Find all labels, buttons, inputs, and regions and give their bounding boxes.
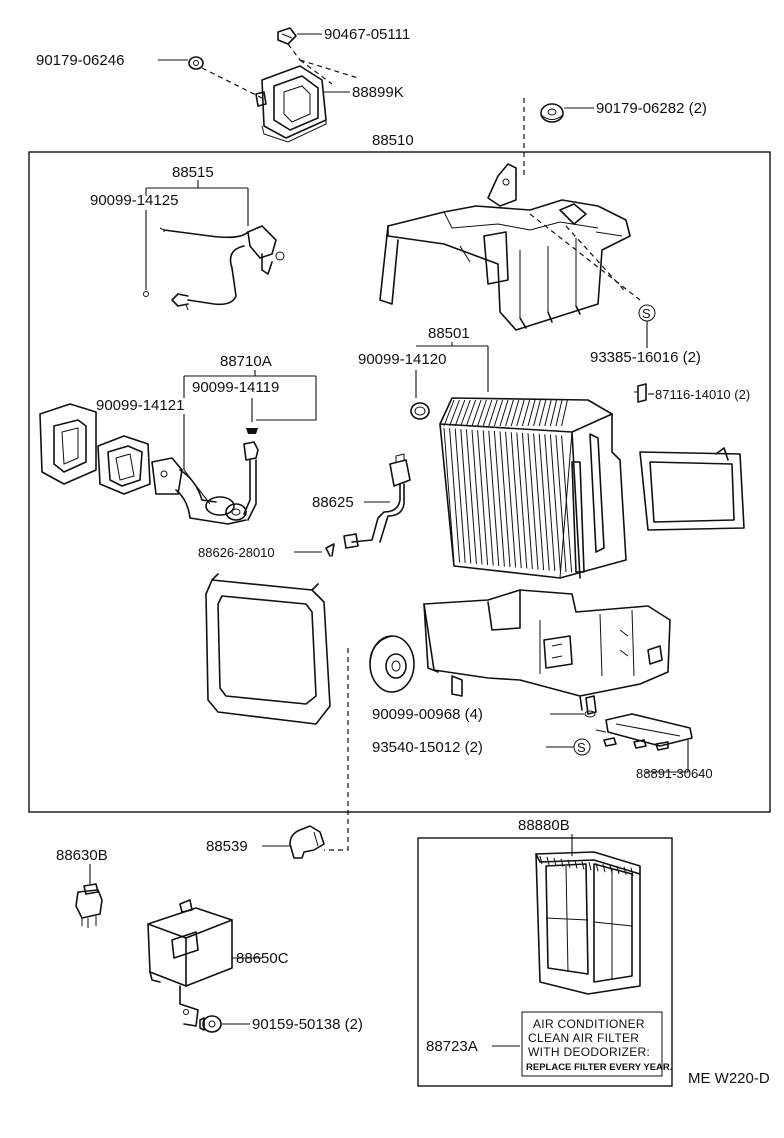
upper-case (379, 163, 631, 331)
label-93385-16016: 93385-16016 (2) (590, 349, 701, 366)
relay-88630B (75, 883, 103, 928)
cover-88899K (255, 65, 327, 143)
svg-text:S: S (577, 740, 586, 755)
label-90099-14119: 90099-14119 (192, 379, 279, 396)
screw-90467-05111 (277, 27, 297, 45)
screw-90159-50138 (199, 1015, 222, 1033)
bracket-87116-14010 (634, 383, 647, 403)
notice-label-88723A: AIR CONDITIONER CLEAN AIR FILTER WITH DE… (521, 1011, 672, 1077)
label-88899K: 88899K (352, 84, 404, 101)
label-88539: 88539 (206, 838, 248, 855)
label-90179-06246: 90179-06246 (36, 52, 124, 69)
label-88891-30640: 88891-30640 (636, 766, 713, 781)
s-marker-93385: S (638, 304, 656, 322)
pipe-88710A (151, 441, 259, 525)
filter-frame-right (639, 447, 745, 531)
amplifier-88650C (147, 899, 233, 1027)
label-93540-15012: 93540-15012 (2) (372, 739, 483, 756)
sensor-88625 (343, 453, 411, 549)
blower-motor-ring (369, 635, 415, 693)
frame-left-88 (205, 573, 331, 725)
label-88626-28010: 88626-28010 (198, 545, 275, 560)
label-88650C: 88650C (236, 950, 289, 967)
label-90179-06282: 90179-06282 (2) (596, 100, 707, 117)
label-90099-14120: 90099-14120 (358, 351, 446, 368)
label-90467-05111: 90467-05111 (324, 26, 410, 43)
filter-inset-frame (417, 837, 673, 1087)
screw-90099-00968 (584, 695, 597, 718)
label-88630B: 88630B (56, 847, 108, 864)
label-88510: 88510 (372, 132, 414, 149)
label-90099-14121: 90099-14121 (96, 397, 184, 414)
grommet-small (97, 435, 151, 495)
label-88880B: 88880B (518, 817, 570, 834)
diagram-code: ME W220-D (688, 1070, 770, 1087)
label-87116-14010: 87116-14010 (2) (655, 387, 750, 402)
clip-90179-06246 (188, 56, 204, 70)
label-90099-14125: 90099-14125 (90, 192, 178, 209)
s-marker-93540: S (573, 738, 591, 756)
grommet-large (39, 403, 97, 485)
label-90159-50138: 90159-50138 (2) (252, 1016, 363, 1033)
clip-90179-06282 (540, 103, 564, 123)
evaporator-88501 (439, 397, 627, 579)
notice-line-3: WITH DEODORIZER: (528, 1045, 650, 1059)
damper-plate-88891-30640 (595, 713, 693, 751)
notice-line-2: CLEAN AIR FILTER (528, 1031, 639, 1045)
notice-line-4: REPLACE FILTER EVERY YEAR. (526, 1062, 672, 1073)
label-88723A: 88723A (426, 1038, 478, 1055)
lower-case (423, 589, 671, 711)
clip-88626-28010 (325, 543, 335, 557)
label-88710A: 88710A (220, 353, 272, 370)
label-88501: 88501 (428, 325, 470, 342)
filter-88880B (535, 851, 641, 995)
label-90099-00968: 90099-00968 (4) (372, 706, 483, 723)
assembly-frame-88510 (28, 151, 771, 813)
notice-line-1: AIR CONDITIONER (533, 1017, 645, 1031)
o-ring-90099-14120 (410, 402, 430, 420)
label-88625: 88625 (312, 494, 354, 511)
svg-text:S: S (642, 306, 651, 321)
label-88515: 88515 (172, 164, 214, 181)
thermistor-88515 (159, 225, 285, 311)
hose-88539 (289, 825, 325, 859)
